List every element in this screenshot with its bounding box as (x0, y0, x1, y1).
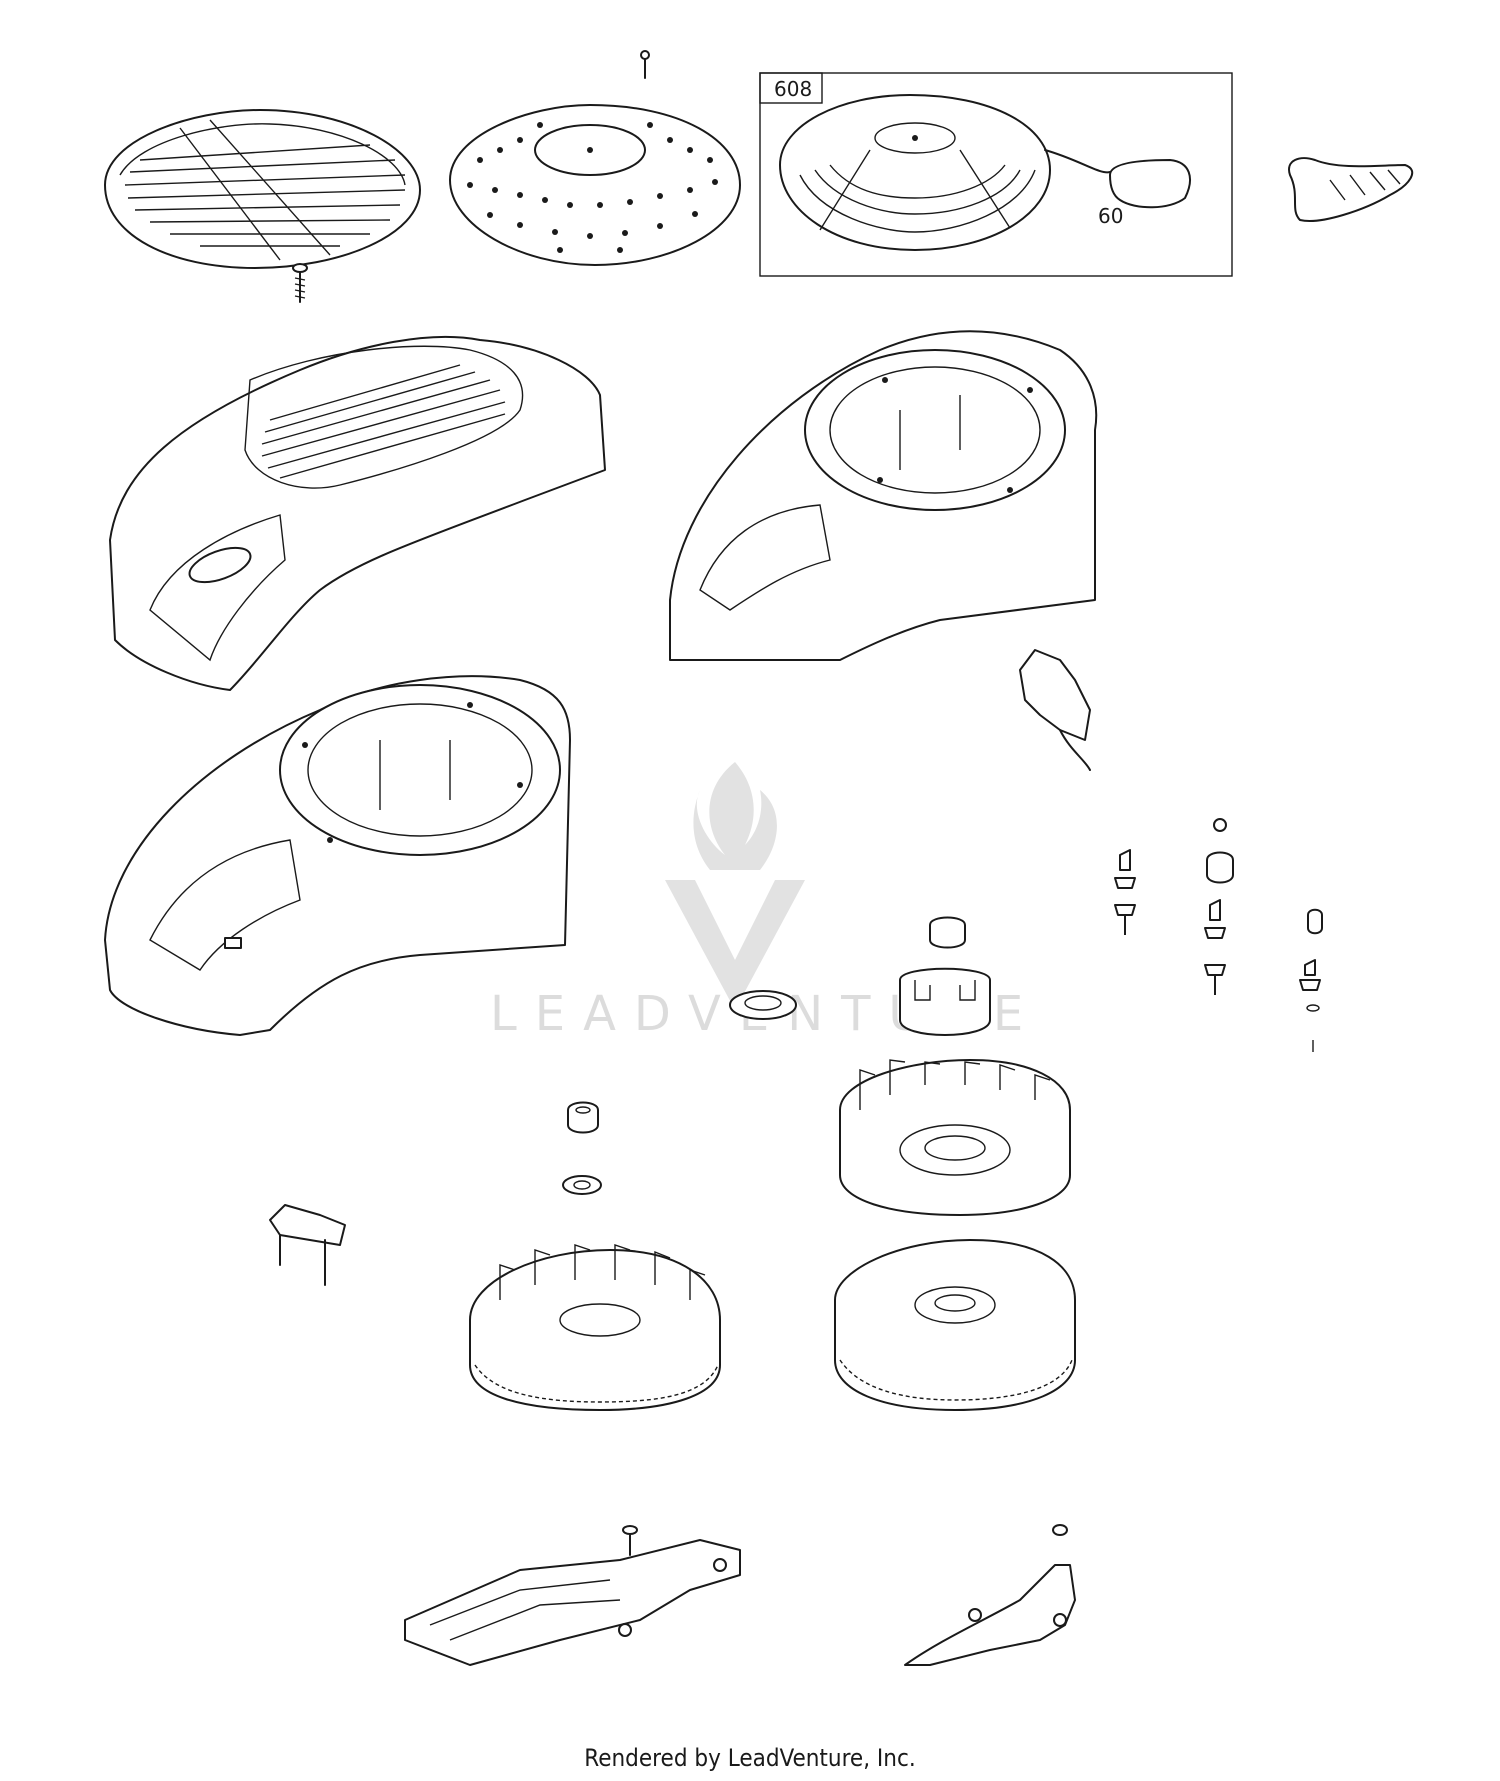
callout-608: 608 (774, 77, 812, 101)
part-small-bracket[interactable] (1019, 649, 1091, 771)
part-flywheel-fan[interactable] (839, 1059, 1071, 1216)
bushing-icon (1307, 908, 1323, 935)
part-ground-clip[interactable] (269, 1204, 346, 1286)
housing-label-tab-icon (224, 937, 242, 949)
part-starter-cup[interactable] (899, 916, 991, 1036)
brand-logo-emblem-icon (188, 546, 252, 584)
callout-frame (759, 72, 1233, 277)
washer-small-icon (1306, 1004, 1320, 1012)
part-perforated-screen[interactable] (449, 50, 741, 266)
callout-label-box (759, 72, 823, 104)
part-flywheel-right[interactable] (834, 1239, 1076, 1411)
part-flywheel-left[interactable] (469, 1244, 721, 1411)
part-blower-housing-lower[interactable] (104, 675, 571, 1036)
flame-v-logo-icon (665, 762, 805, 1010)
part-seal-washer[interactable] (729, 990, 797, 1020)
hardware-cluster[interactable] (1114, 818, 1323, 1052)
rendered-by-footer: Rendered by LeadVenture, Inc. (584, 1744, 916, 1772)
part-baffle-right[interactable] (904, 1524, 1076, 1666)
nut-large-icon (929, 916, 966, 949)
screw-small-icon (1114, 904, 1136, 935)
part-starter-handle[interactable] (1288, 157, 1414, 222)
screw-small-2-icon (1204, 964, 1226, 995)
part-blower-housing-logo[interactable] (109, 335, 606, 691)
part-grille-screen[interactable] (104, 109, 421, 269)
spacer-icon (1206, 851, 1234, 884)
nut-icon (1213, 818, 1227, 832)
part-screw-1[interactable] (292, 263, 308, 303)
part-baffle-left[interactable] (404, 1525, 741, 1666)
part-blower-housing-right[interactable] (669, 330, 1098, 661)
callout-group-608[interactable]: 608 60 (759, 72, 1233, 277)
stud-2-icon (1204, 899, 1226, 939)
callout-60: 60 (1098, 204, 1123, 228)
stud-icon (1114, 849, 1136, 889)
part-flywheel-nut[interactable] (562, 1101, 602, 1195)
stud-3-icon (1299, 959, 1321, 991)
